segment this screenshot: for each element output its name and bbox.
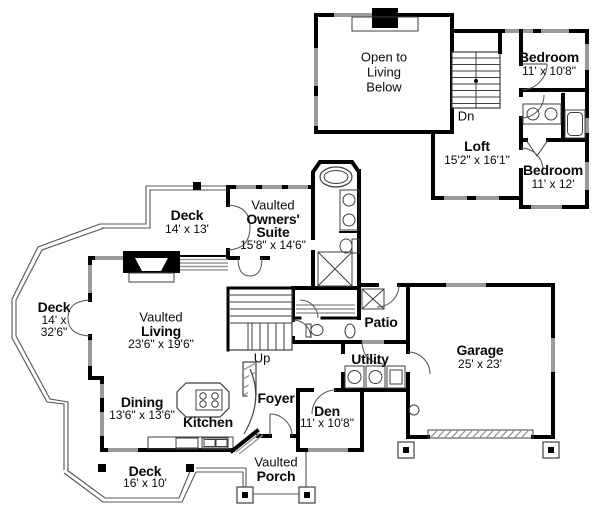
door-arc-icon (299, 299, 319, 319)
foyer-area (229, 413, 300, 455)
label-living-name: Living (140, 323, 182, 339)
label-bedroom-rear-dims: 11' x 12' (531, 177, 575, 191)
toilet-icon (310, 324, 324, 336)
utility-sink-icon (386, 365, 406, 389)
label-utility: Utility (351, 351, 389, 367)
door-arc-icon (407, 351, 431, 375)
label-owners-dims: 15'8" x 14'6" (240, 238, 306, 252)
door-arc-icon (520, 94, 545, 119)
label-bedroom-front-dims: 11' x 10'8" (522, 64, 576, 78)
label-bedroom-rear: Bedroom (522, 162, 584, 178)
upper-staircase (451, 29, 502, 109)
upper-bedroom-front (519, 29, 589, 92)
deck-lower-outline (63, 464, 247, 503)
bathtub-icon (564, 109, 586, 139)
utility-room (296, 340, 410, 415)
sink-icon (544, 107, 558, 121)
deck-post (193, 182, 201, 190)
french-door-icon (227, 204, 251, 251)
label-patio: Patio (364, 314, 398, 330)
label-deck-upper: Deck (170, 207, 204, 223)
door-arc-icon (376, 284, 400, 308)
toilet-icon (339, 238, 353, 254)
kitchen-area (147, 368, 257, 450)
label-open-to-living-1: Open to (360, 49, 408, 65)
label-deck-side: Deck (37, 299, 71, 315)
front-door-icon (269, 413, 293, 437)
washer-icon (344, 365, 365, 389)
powder-bath (291, 319, 356, 344)
den-room (296, 388, 364, 452)
garage-room (406, 283, 555, 439)
label-porch-prefix: Vaulted (254, 454, 298, 470)
label-stairs-up: Up (253, 350, 271, 366)
closet-door-icon (525, 139, 549, 157)
label-deck-side-dims1: 14' x (41, 313, 67, 327)
chimney-icon (372, 8, 398, 28)
label-foyer: Foyer (257, 390, 295, 406)
sink-icon (342, 193, 356, 207)
owners-suite-room (226, 185, 315, 277)
upper-bathroom (519, 88, 589, 157)
label-owners-name2: Suite (256, 224, 290, 240)
label-deck-side-dims2: 32'6" (40, 325, 68, 339)
deck-upper-outline (100, 182, 226, 229)
deck-side-outline (11, 223, 105, 470)
label-open-to-living-3: Below (366, 79, 402, 95)
label-bedroom-front: Bedroom (518, 49, 580, 65)
upper-bedroom-rear (519, 138, 544, 200)
door-arc-icon (520, 63, 548, 91)
label-kitchen: Kitchen (183, 414, 233, 430)
deck-post (98, 464, 106, 472)
label-stairs-dn: Dn (457, 108, 475, 124)
door-arc-icon (311, 389, 337, 415)
door-arc-icon (361, 341, 385, 365)
owners-bath (291, 160, 361, 344)
label-porch-name: Porch (256, 468, 296, 484)
sink-icon (342, 213, 356, 227)
kitchen-island (176, 382, 230, 418)
upper-open-to-living-room (314, 8, 454, 134)
label-owners-prefix: Vaulted (251, 197, 295, 213)
walk-in-closet (291, 299, 361, 320)
door-arc-icon (292, 319, 312, 339)
living-room (67, 251, 235, 452)
label-deck-lower: Deck (128, 463, 162, 479)
label-living-prefix: Vaulted (139, 309, 183, 325)
label-loft: Loft (464, 138, 490, 154)
water-heater-icon (408, 404, 420, 416)
label-living-dims: 23'6" x 19'6" (128, 337, 194, 351)
label-garage: Garage (456, 342, 504, 358)
dryer-icon (365, 365, 386, 389)
sink-icon (526, 107, 540, 121)
curved-wall (243, 368, 257, 435)
sink-icon (344, 323, 356, 339)
patio-area (357, 283, 410, 320)
label-garage-dims: 25' x 23' (458, 357, 502, 371)
deck-post (186, 464, 194, 472)
label-deck-lower-dims: 16' x 10' (123, 476, 167, 490)
label-den: Den (314, 403, 340, 419)
label-den-dims: 11' x 10'8" (300, 416, 354, 430)
kitchen-sink-icon (201, 437, 229, 449)
french-door-icon (67, 299, 91, 337)
label-loft-dims: 15'2" x 16'1" (444, 153, 510, 167)
main-staircase (226, 286, 294, 397)
cooktop-icon (195, 389, 223, 411)
label-dining: Dining (120, 394, 164, 410)
garage-door (427, 429, 534, 439)
label-owners-name1: Owners' (246, 211, 300, 227)
double-door-icon (237, 257, 263, 277)
door-arc-icon (520, 147, 544, 171)
label-deck-upper-dims: 14' x 13' (165, 222, 209, 236)
label-dining-dims: 13'6" x 13'6" (109, 408, 175, 422)
porch-structure (236, 441, 560, 504)
dishwasher-icon (175, 437, 199, 449)
spa-icon (361, 288, 385, 310)
label-open-to-living-2: Living (367, 64, 401, 80)
shower-icon (317, 251, 353, 287)
